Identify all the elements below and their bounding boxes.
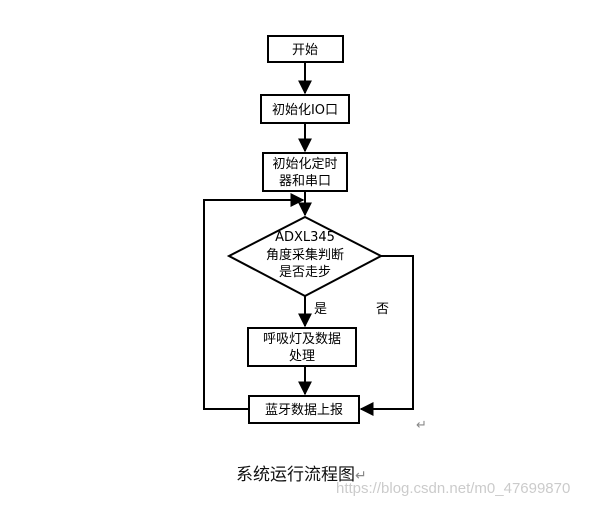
report-box: [248, 395, 360, 424]
arrow-loop-back-to-decision: [203, 193, 305, 410]
process-label-line1: 呼吸灯及数据: [263, 332, 341, 347]
process-box: [247, 327, 357, 367]
yes-label: 是: [314, 302, 327, 317]
report-label: 蓝牙数据上报: [265, 403, 343, 418]
decision-label-line3: 是否走步: [279, 265, 331, 280]
watermark: https://blog.csdn.net/m0_47699870: [336, 480, 571, 497]
arrow-decision-no-to-report: [359, 255, 414, 416]
init-io-label: 初始化IO口: [272, 103, 338, 118]
return-mark-figure: ↵: [416, 418, 427, 433]
decision-label-line1: ADXL345: [275, 230, 335, 245]
init-timer-box: [262, 152, 348, 192]
return-mark-caption: ↵: [355, 468, 367, 484]
init-io-box: [260, 94, 350, 124]
start-label: 开始: [292, 43, 318, 58]
process-label-line2: 处理: [289, 349, 315, 364]
init-timer-label-line1: 初始化定时: [272, 157, 337, 172]
no-label: 否: [376, 302, 389, 317]
init-timer-label-line2: 器和串口: [279, 174, 331, 189]
decision-label-line2: 角度采集判断: [266, 247, 344, 263]
figure-caption-text: 系统运行流程图: [236, 465, 355, 485]
figure-caption: 系统运行流程图↵: [236, 460, 367, 485]
